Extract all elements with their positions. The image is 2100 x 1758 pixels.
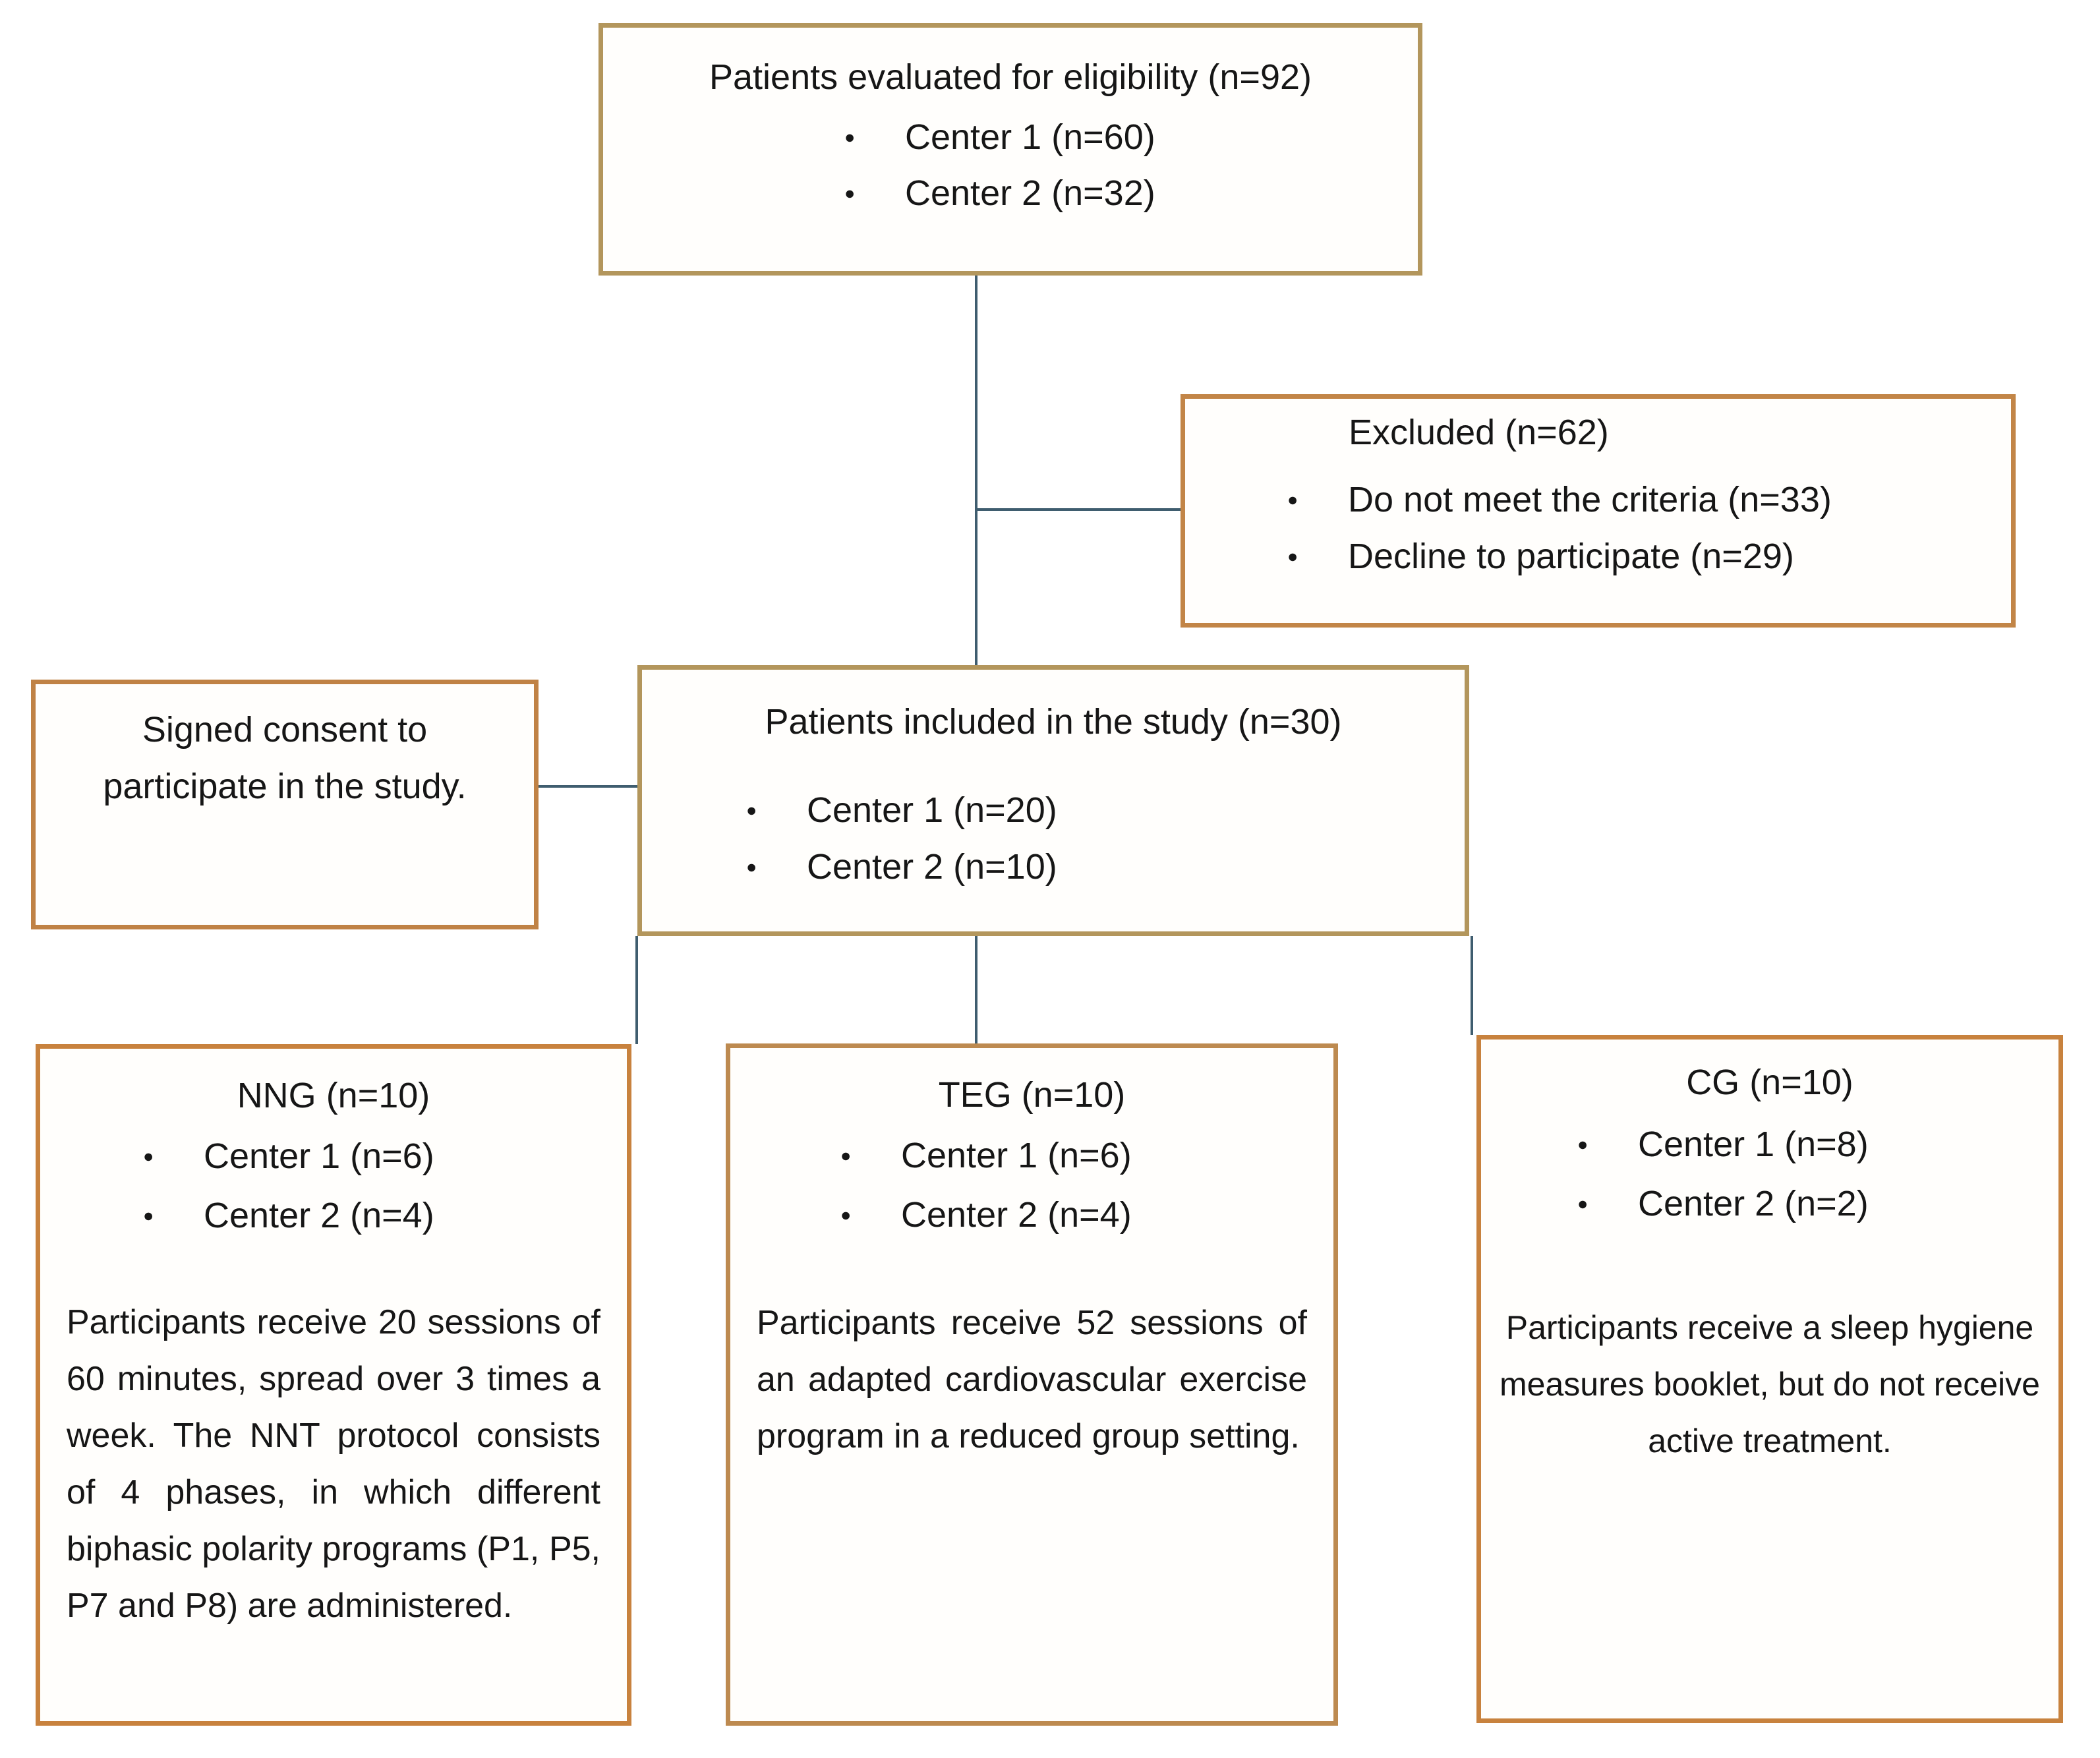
- box-included: Patients included in the study (n=30) ● …: [637, 665, 1469, 936]
- list-item: ● Center 1 (n=6): [840, 1126, 1333, 1185]
- bullet-icon: ●: [1287, 490, 1298, 510]
- included-bullet-list: ● Center 1 (n=20) ● Center 2 (n=10): [746, 782, 1465, 895]
- connector-consent-to-included: [539, 785, 637, 788]
- bullet-icon: ●: [840, 1205, 852, 1225]
- bullet-icon: ●: [746, 857, 757, 877]
- nng-bullet-list: ● Center 1 (n=6) ● Center 2 (n=4): [143, 1127, 627, 1245]
- eligibility-title: Patients evaluated for eligibility (n=92…: [709, 57, 1312, 97]
- excluded-reason1: Do not meet the criteria (n=33): [1348, 480, 1832, 519]
- box-cg-arm: CG (n=10) ● Center 1 (n=8) ● Center 2 (n…: [1476, 1035, 2063, 1723]
- cg-bullet-list: ● Center 1 (n=8) ● Center 2 (n=2): [1577, 1115, 2058, 1233]
- included-center2: Center 2 (n=10): [807, 847, 1057, 887]
- teg-center1: Center 1 (n=6): [901, 1136, 1132, 1175]
- connector-eligibility-to-included: [975, 276, 977, 665]
- cg-center2: Center 2 (n=2): [1638, 1184, 1869, 1223]
- list-item: ● Decline to participate (n=29): [1287, 528, 2011, 585]
- bullet-icon: ●: [1577, 1194, 1589, 1214]
- box-excluded: Excluded (n=62) ● Do not meet the criter…: [1181, 394, 2016, 628]
- excluded-title: Excluded (n=62): [1349, 413, 1609, 452]
- eligibility-center1: Center 1 (n=60): [905, 117, 1155, 157]
- teg-bullet-list: ● Center 1 (n=6) ● Center 2 (n=4): [840, 1126, 1333, 1245]
- list-item: ● Center 2 (n=32): [844, 165, 1418, 221]
- list-item: ● Center 2 (n=2): [1577, 1174, 2058, 1233]
- connector-included-to-nng: [635, 936, 638, 1044]
- eligibility-center2: Center 2 (n=32): [905, 173, 1155, 213]
- connector-branch-to-excluded: [976, 508, 1181, 511]
- list-item: ● Center 2 (n=4): [143, 1186, 627, 1245]
- bullet-icon: ●: [143, 1206, 154, 1225]
- nng-title: NNG (n=10): [237, 1076, 430, 1115]
- bullet-icon: ●: [746, 800, 757, 820]
- connector-included-to-teg: [975, 936, 977, 1043]
- nng-description: Participants receive 20 sessions of 60 m…: [67, 1303, 600, 1625]
- teg-center2: Center 2 (n=4): [901, 1195, 1132, 1235]
- connector-included-to-cg: [1471, 936, 1473, 1035]
- box-nng-arm: NNG (n=10) ● Center 1 (n=6) ● Center 2 (…: [36, 1044, 631, 1726]
- bullet-icon: ●: [840, 1146, 852, 1165]
- teg-description: Participants receive 52 sessions of an a…: [757, 1304, 1307, 1455]
- included-center1: Center 1 (n=20): [807, 790, 1057, 830]
- list-item: ● Center 2 (n=10): [746, 838, 1465, 895]
- list-item: ● Center 1 (n=60): [844, 109, 1418, 165]
- eligibility-bullet-list: ● Center 1 (n=60) ● Center 2 (n=32): [844, 109, 1418, 221]
- box-consent: Signed consent to participate in the stu…: [31, 680, 539, 929]
- cg-description: Participants receive a sleep hygiene mea…: [1500, 1309, 2040, 1459]
- list-item: ● Center 2 (n=4): [840, 1185, 1333, 1245]
- cg-center1: Center 1 (n=8): [1638, 1125, 1869, 1164]
- bullet-icon: ●: [844, 127, 856, 147]
- bullet-icon: ●: [1287, 546, 1298, 566]
- bullet-icon: ●: [143, 1146, 154, 1166]
- list-item: ● Center 1 (n=20): [746, 782, 1465, 838]
- excluded-reason2: Decline to participate (n=29): [1348, 537, 1794, 576]
- bullet-icon: ●: [844, 183, 856, 203]
- list-item: ● Do not meet the criteria (n=33): [1287, 471, 2011, 528]
- box-eligibility: Patients evaluated for eligibility (n=92…: [598, 23, 1422, 276]
- consent-text: Signed consent to participate in the stu…: [103, 710, 467, 806]
- bullet-icon: ●: [1577, 1134, 1589, 1154]
- teg-title: TEG (n=10): [938, 1075, 1126, 1115]
- included-title: Patients included in the study (n=30): [765, 702, 1342, 742]
- nng-center2: Center 2 (n=4): [204, 1196, 434, 1235]
- list-item: ● Center 1 (n=8): [1577, 1115, 2058, 1174]
- nng-center1: Center 1 (n=6): [204, 1136, 434, 1176]
- excluded-bullet-list: ● Do not meet the criteria (n=33) ● Decl…: [1287, 471, 2011, 585]
- list-item: ● Center 1 (n=6): [143, 1127, 627, 1186]
- box-teg-arm: TEG (n=10) ● Center 1 (n=6) ● Center 2 (…: [726, 1043, 1338, 1726]
- cg-title: CG (n=10): [1686, 1063, 1853, 1102]
